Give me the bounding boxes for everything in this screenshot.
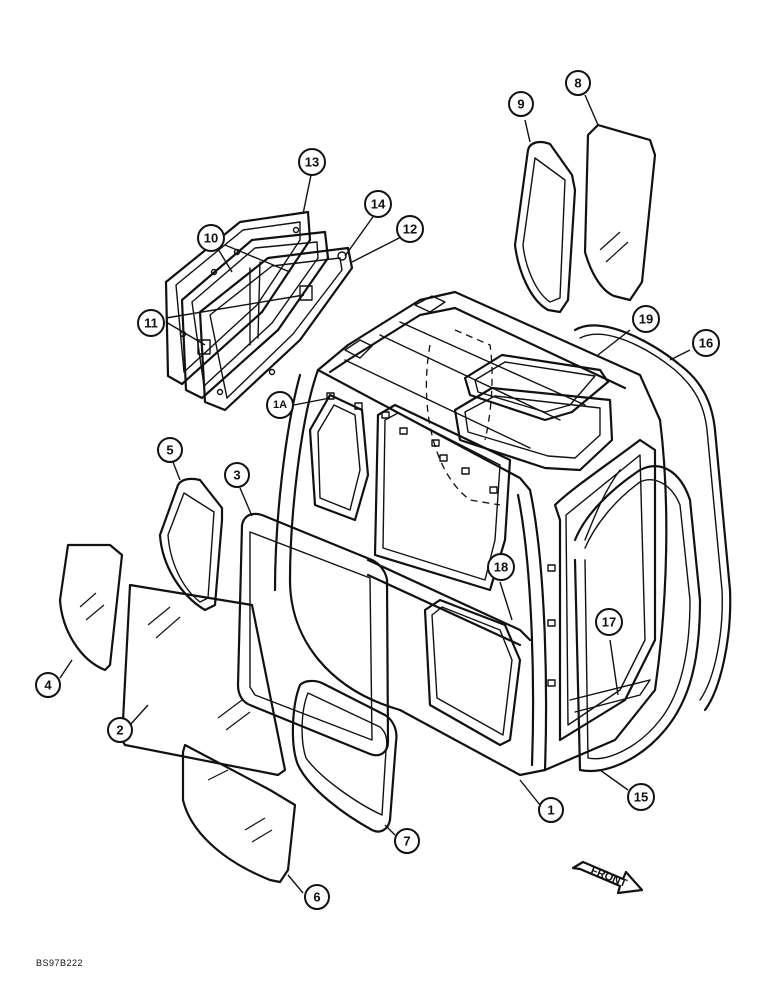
callout-12: 12 [396,215,424,243]
svg-text:4: 4 [44,678,52,693]
right-side-gasket-9 [513,140,577,314]
svg-text:1: 1 [547,803,554,818]
svg-text:15: 15 [634,790,648,805]
callout-18: 18 [487,553,515,581]
gasket-5 [158,477,224,612]
roof-window-assembly [164,210,354,412]
svg-text:6: 6 [313,890,320,905]
gasket-3 [236,512,390,757]
callout-14: 14 [364,190,392,218]
rear-door-gasket-16 [573,324,732,712]
svg-text:18: 18 [494,560,508,575]
callout-7: 7 [394,828,420,854]
callout-8: 8 [565,70,591,96]
svg-text:19: 19 [639,312,653,327]
right-side-glass-8 [583,123,657,302]
svg-text:14: 14 [371,197,386,212]
leader-lines [59,94,691,894]
callout-17: 17 [595,608,623,636]
callout-4: 4 [35,672,61,698]
svg-text:3: 3 [233,468,240,483]
svg-text:11: 11 [144,316,158,331]
svg-text:10: 10 [204,231,218,246]
callout-11: 11 [137,309,165,337]
callout-16: 16 [692,329,720,357]
callout-1: 1 [538,797,564,823]
glass-4 [58,543,124,672]
callout-3: 3 [224,462,250,488]
rear-door-gasket-15 [573,465,702,772]
callout-9: 9 [508,91,534,117]
callout-2: 2 [107,717,133,743]
svg-text:16: 16 [699,336,713,351]
svg-text:9: 9 [517,97,524,112]
svg-text:13: 13 [305,155,319,170]
svg-text:12: 12 [403,222,417,237]
gasket-piece [584,469,621,541]
drawing-code: BS97B222 [36,958,84,968]
front-direction-arrow: FRONT [571,860,644,895]
glass-6 [181,743,297,884]
callout-10: 10 [197,224,225,252]
glass-2 [120,583,287,777]
gasket-7 [291,679,398,833]
callout-15: 15 [627,783,655,811]
callout-13: 13 [298,148,326,176]
callout-6: 6 [304,884,330,910]
svg-text:8: 8 [574,76,581,91]
svg-text:7: 7 [403,834,410,849]
callout-19: 19 [632,305,660,333]
svg-text:FRONT: FRONT [589,865,629,890]
skylight-gasket [453,353,614,472]
svg-text:5: 5 [166,443,173,458]
callout-1a: 1A [266,391,294,419]
cab-frame [273,290,668,777]
svg-text:2: 2 [116,723,123,738]
svg-text:17: 17 [602,615,616,630]
callout-5: 5 [157,437,183,463]
svg-text:1A: 1A [273,399,287,411]
